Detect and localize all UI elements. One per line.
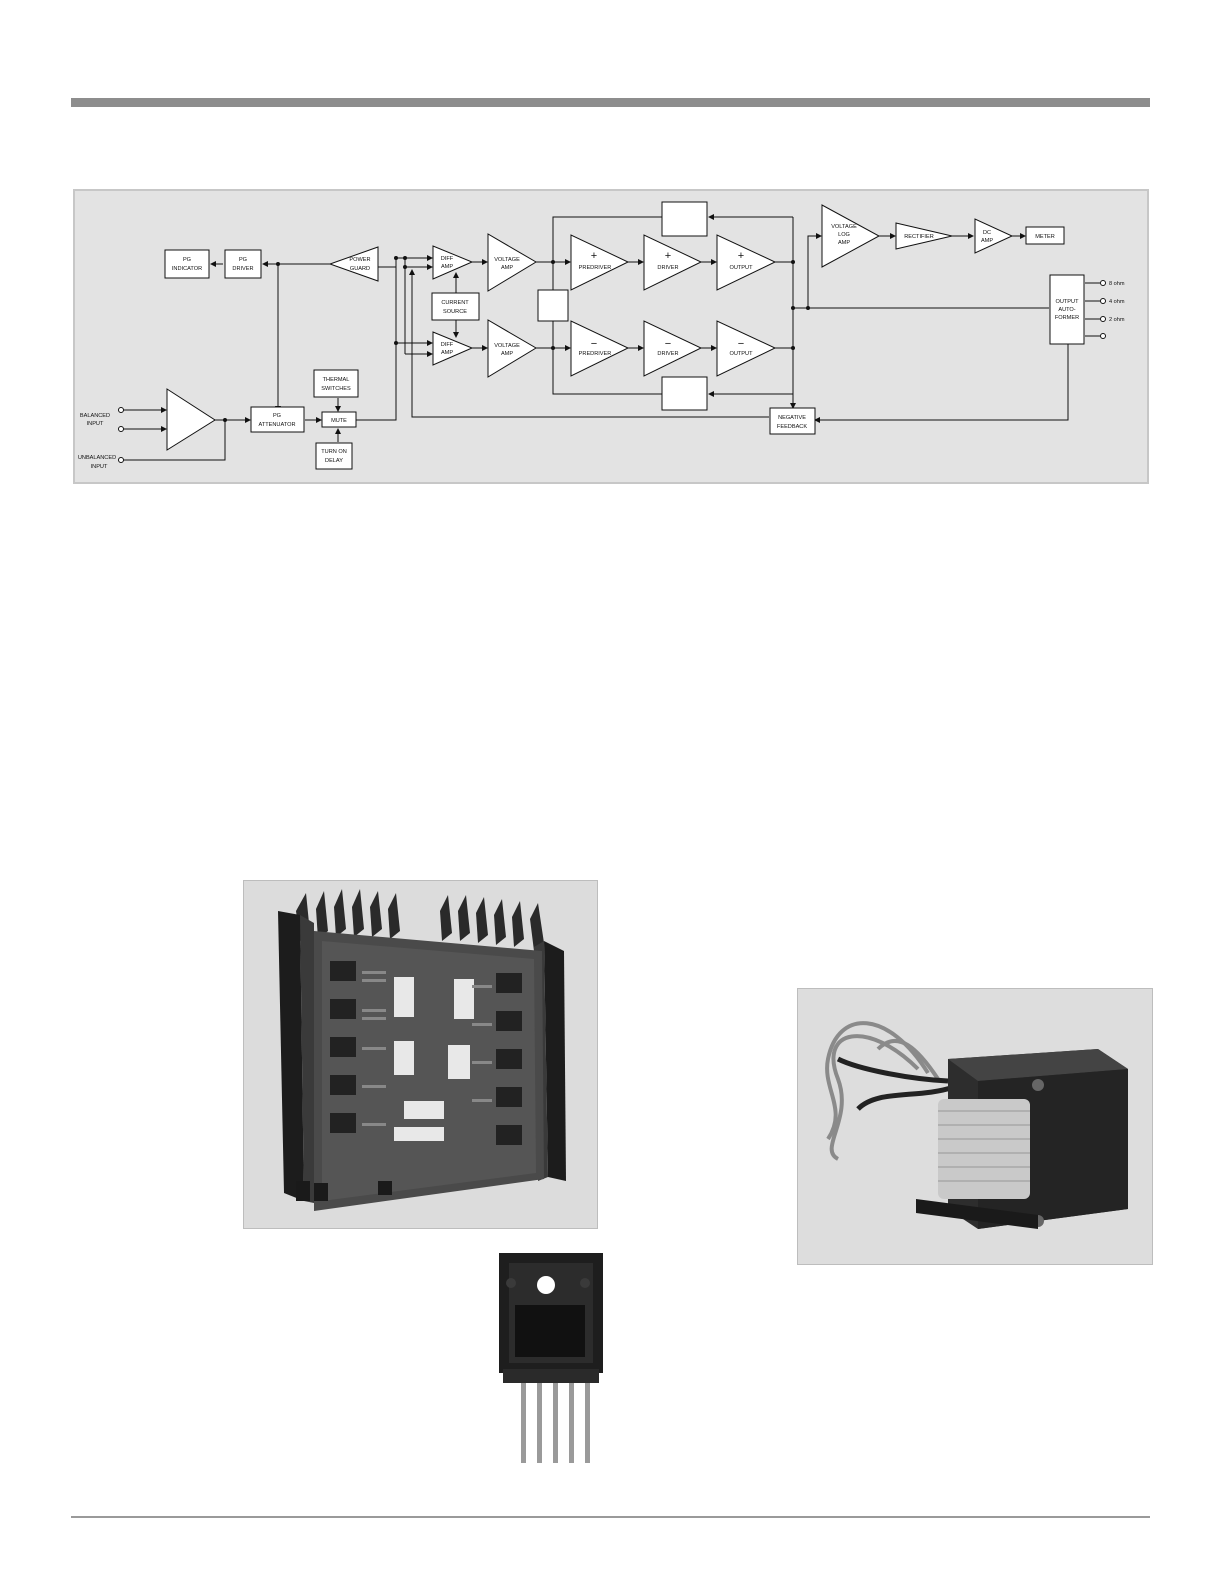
voltage-amp-bottom-label-2: AMP xyxy=(501,351,513,357)
diff-amp-bottom-label-2: AMP xyxy=(441,350,453,356)
pg-driver-label-2: DRIVER xyxy=(232,266,253,272)
thermal-switches-label-2: SWITCHES xyxy=(321,386,351,392)
plus-driver-block: + DRIVER xyxy=(643,234,703,291)
pg-indicator-block: PG INDICATOR xyxy=(164,249,210,279)
output-transistor-illustration xyxy=(499,1253,603,1463)
turn-on-delay-label-2: DELAY xyxy=(325,458,343,464)
minus-predriver-block: − PREDRIVER xyxy=(570,320,630,377)
meter-block: METER xyxy=(1025,226,1065,245)
thermal-switches-block: THERMAL SWITCHES xyxy=(313,369,359,398)
current-source-label-1: CURRENT xyxy=(441,300,469,306)
minus-driver-block: − DRIVER xyxy=(643,320,703,377)
voltage-log-amp-label-3: AMP xyxy=(838,240,850,246)
dc-amp-label-2: AMP xyxy=(981,238,993,244)
pg-driver-block: PG DRIVER xyxy=(224,249,262,279)
minus-predriver-label: PREDRIVER xyxy=(579,351,612,357)
dc-amp-block: DC AMP xyxy=(974,218,1014,254)
amplifier-module-illustration xyxy=(244,881,597,1228)
bias-box xyxy=(537,289,569,322)
power-guard-label-2: GUARD xyxy=(350,266,370,272)
top-rule xyxy=(71,98,1150,107)
voltage-amp-top-block: VOLTAGE AMP xyxy=(487,233,537,292)
diff-amp-bottom-block: DIFF AMP xyxy=(432,331,474,366)
diff-amp-bottom-label-1: DIFF xyxy=(441,342,454,348)
top-feedback-box xyxy=(661,201,708,237)
bottom-rule xyxy=(71,1516,1150,1518)
autoformer-label-1: OUTPUT xyxy=(1056,299,1080,305)
mute-label: MUTE xyxy=(331,418,347,424)
voltage-amp-top-label-2: AMP xyxy=(501,265,513,271)
dc-amp-label-1: DC xyxy=(983,230,991,236)
plus-output-block: + OUTPUT xyxy=(716,234,777,291)
plus-predriver-label: PREDRIVER xyxy=(579,265,612,271)
plus-output-sign: + xyxy=(738,250,744,262)
unbalanced-input-label-1: UNBALANCED xyxy=(78,455,116,461)
unbalanced-input-label-2: INPUT xyxy=(91,464,108,470)
turn-on-delay-block: TURN ON DELAY xyxy=(315,442,353,470)
diff-amp-top-block: DIFF AMP xyxy=(432,245,474,280)
current-source-label-2: SOURCE xyxy=(443,309,467,315)
bottom-feedback-box xyxy=(661,376,708,411)
voltage-amp-bottom-label-1: VOLTAGE xyxy=(494,343,520,349)
voltage-log-amp-label-2: LOG xyxy=(838,232,850,238)
negative-feedback-label-2: FEEDBACK xyxy=(777,424,807,430)
negative-feedback-label-1: NEGATIVE xyxy=(778,415,806,421)
balanced-input-label-2: INPUT xyxy=(87,421,104,427)
negative-feedback-block: NEGATIVE FEEDBACK xyxy=(769,407,816,435)
block-diagram-svg: PG INDICATOR PG DRIVER POWER GUARD DIFF … xyxy=(78,201,1125,470)
block-diagram: PG INDICATOR PG DRIVER POWER GUARD DIFF … xyxy=(73,189,1149,484)
autoformer-label-2: AUTO- xyxy=(1058,307,1075,313)
output-terminals: 8 ohm 4 ohm 2 ohm xyxy=(1100,280,1125,339)
plus-output-label: OUTPUT xyxy=(730,265,754,271)
junction-dots xyxy=(223,256,810,422)
minus-output-label: OUTPUT xyxy=(730,351,754,357)
output-autoformer-block: OUTPUT AUTO- FORMER xyxy=(1049,274,1085,345)
tap-2-ohm-label: 2 ohm xyxy=(1109,317,1125,323)
pg-attenuator-label-1: PG xyxy=(273,413,281,419)
current-source-block: CURRENT SOURCE xyxy=(431,292,480,321)
voltage-log-amp-label-1: VOLTAGE xyxy=(831,224,857,230)
power-guard-label-1: POWER xyxy=(349,257,370,263)
turn-on-delay-label-1: TURN ON xyxy=(321,449,346,455)
wires xyxy=(123,214,1100,461)
pg-indicator-label-1: PG xyxy=(183,257,191,263)
meter-label: METER xyxy=(1035,234,1055,240)
tap-4-ohm-label: 4 ohm xyxy=(1109,299,1125,305)
output-autoformer-illustration xyxy=(798,989,1152,1264)
plus-predriver-sign: + xyxy=(591,250,597,262)
diff-amp-top-label-1: DIFF xyxy=(441,256,454,262)
tap-8-ohm-label: 8 ohm xyxy=(1109,281,1125,287)
power-guard-block: POWER GUARD xyxy=(328,246,379,282)
pg-attenuator-label-2: ATTENUATOR xyxy=(259,422,296,428)
plus-predriver-block: + PREDRIVER xyxy=(570,234,630,291)
rectifier-label: RECTIFIER xyxy=(904,234,934,240)
pg-indicator-label-2: INDICATOR xyxy=(172,266,202,272)
input-terminals: BALANCED INPUT UNBALANCED INPUT xyxy=(78,407,124,470)
balanced-input-label-1: BALANCED xyxy=(80,413,110,419)
voltage-amp-top-label-1: VOLTAGE xyxy=(494,257,520,263)
minus-predriver-sign: − xyxy=(591,338,597,350)
thermal-switches-label-1: THERMAL xyxy=(323,377,350,383)
minus-driver-label: DRIVER xyxy=(657,351,678,357)
minus-output-sign: − xyxy=(738,338,744,350)
voltage-log-amp-block: VOLTAGE LOG AMP xyxy=(821,204,881,268)
mute-block: MUTE xyxy=(321,411,357,428)
autoformer-label-3: FORMER xyxy=(1055,315,1079,321)
minus-driver-sign: − xyxy=(665,338,671,350)
diff-amp-top-label-2: AMP xyxy=(441,264,453,270)
pg-driver-label-1: PG xyxy=(239,257,247,263)
minus-output-block: − OUTPUT xyxy=(716,320,777,377)
plus-driver-label: DRIVER xyxy=(657,265,678,271)
output-transistor-photo xyxy=(495,1253,607,1473)
output-autoformer-photo xyxy=(797,988,1153,1265)
input-amp-block xyxy=(166,388,216,451)
rectifier-block: RECTIFIER xyxy=(895,222,953,250)
pg-attenuator-block: PG ATTENUATOR xyxy=(250,406,305,433)
amplifier-module-photo xyxy=(243,880,598,1229)
plus-driver-sign: + xyxy=(665,250,671,262)
voltage-amp-bottom-block: VOLTAGE AMP xyxy=(487,319,537,378)
